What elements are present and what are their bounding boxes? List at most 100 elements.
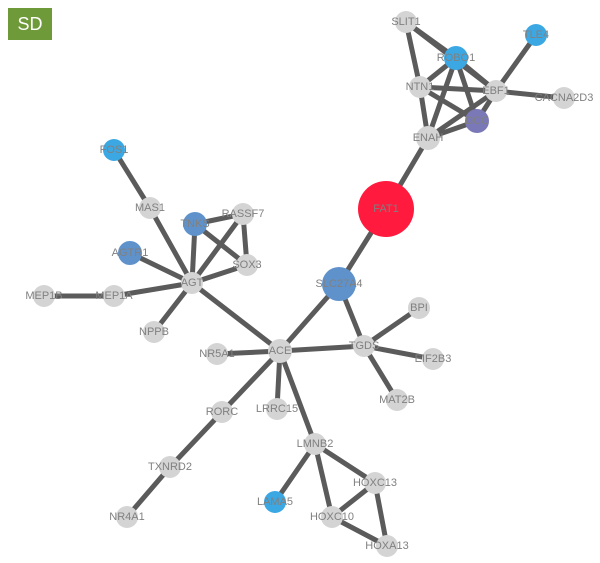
- node-circle[interactable]: [264, 491, 286, 513]
- edge-rassf7-agt: [189, 211, 246, 286]
- node-eif2b3[interactable]: EIF2B3: [415, 348, 452, 370]
- node-lama5[interactable]: LAMA5: [257, 491, 293, 513]
- node-circle[interactable]: [408, 297, 430, 319]
- node-bpi[interactable]: BPI: [408, 297, 430, 319]
- node-circle[interactable]: [422, 348, 444, 370]
- node-tgds[interactable]: TGDS: [349, 335, 380, 357]
- node-cacna2d3[interactable]: CACNA2D3: [535, 87, 594, 109]
- node-circle[interactable]: [321, 506, 343, 528]
- node-hoxc13[interactable]: HOXC13: [353, 472, 397, 494]
- node-circle[interactable]: [485, 80, 507, 102]
- node-mas1[interactable]: MAS1: [135, 197, 165, 219]
- node-circle[interactable]: [33, 285, 55, 307]
- node-hoxc10[interactable]: HOXC10: [310, 506, 354, 528]
- edge-ace-lmnb2: [277, 348, 318, 447]
- node-rorc[interactable]: RORC: [206, 401, 238, 423]
- node-label: RORC: [206, 406, 238, 418]
- node-hoxa13[interactable]: HOXA13: [365, 535, 409, 557]
- node-lrrc15[interactable]: LRRC15: [256, 398, 298, 420]
- edge-tgds-bpi: [361, 305, 422, 349]
- node-agt[interactable]: AGT: [181, 272, 204, 294]
- node-circle[interactable]: [103, 139, 125, 161]
- node-circle[interactable]: [116, 506, 138, 528]
- node-ebf1[interactable]: EBF1: [482, 80, 510, 102]
- node-circle[interactable]: [465, 109, 489, 133]
- node-sox3[interactable]: SOX3: [232, 254, 262, 276]
- node-circle[interactable]: [268, 339, 292, 363]
- node-label: SOX3: [232, 259, 261, 271]
- node-nr4a1[interactable]: NR4A1: [109, 506, 145, 528]
- node-ace[interactable]: ACE: [268, 339, 292, 363]
- node-label: AGT: [181, 277, 204, 289]
- edge-fos1-mas1: [111, 147, 153, 211]
- node-circle[interactable]: [236, 254, 258, 276]
- node-circle[interactable]: [409, 76, 431, 98]
- node-label: TGDS: [349, 340, 380, 352]
- edge-lmnb2-lama5: [272, 441, 318, 505]
- node-circle[interactable]: [395, 11, 417, 33]
- node-slc27a4[interactable]: SLC27A4: [315, 267, 363, 301]
- node-txnrd2[interactable]: TXNRD2: [148, 456, 192, 478]
- node-circle[interactable]: [322, 267, 356, 301]
- node-circle[interactable]: [181, 272, 203, 294]
- node-circle[interactable]: [118, 241, 142, 265]
- node-label: LMNB2: [297, 438, 334, 450]
- node-enah[interactable]: ENAH: [413, 126, 444, 150]
- node-circle[interactable]: [103, 285, 125, 307]
- edge-layer: [41, 19, 567, 549]
- edge-ebf1-enah: [425, 88, 499, 141]
- node-label: FOS1: [100, 144, 129, 156]
- node-tle4[interactable]: TLE4: [523, 24, 549, 46]
- node-circle[interactable]: [376, 535, 398, 557]
- node-fat1[interactable]: FAT1: [358, 181, 414, 237]
- node-nppb[interactable]: NPPB: [139, 321, 169, 343]
- node-tnks[interactable]: TNKS: [180, 212, 210, 236]
- node-circle[interactable]: [386, 389, 408, 411]
- node-circle[interactable]: [159, 456, 181, 478]
- edge-ace-tgds: [277, 343, 367, 354]
- node-label: ACE: [269, 345, 292, 357]
- node-label: EBF1: [482, 85, 510, 97]
- node-label: NTN1: [406, 81, 435, 93]
- node-circle[interactable]: [353, 335, 375, 357]
- node-circle[interactable]: [206, 343, 228, 365]
- node-label: HOXC13: [353, 477, 397, 489]
- node-circle[interactable]: [358, 181, 414, 237]
- node-label: LRRC15: [256, 403, 298, 415]
- node-label: MAS1: [135, 202, 165, 214]
- edge-agt-ace: [189, 280, 283, 354]
- node-dcc[interactable]: DCC: [465, 109, 489, 133]
- node-label: NR5A1: [199, 348, 234, 360]
- node-fos1[interactable]: FOS1: [100, 139, 129, 161]
- node-circle[interactable]: [444, 46, 468, 70]
- node-circle[interactable]: [143, 321, 165, 343]
- node-label: CACNA2D3: [535, 92, 594, 104]
- node-circle[interactable]: [266, 398, 288, 420]
- node-circle[interactable]: [183, 212, 207, 236]
- node-circle[interactable]: [364, 472, 386, 494]
- node-label: MEP1A: [95, 290, 133, 302]
- node-circle[interactable]: [139, 197, 161, 219]
- node-agtr1[interactable]: AGTR1: [112, 241, 149, 265]
- node-label: NPPB: [139, 326, 169, 338]
- node-circle[interactable]: [304, 433, 326, 455]
- node-circle[interactable]: [553, 87, 575, 109]
- node-circle[interactable]: [232, 203, 254, 225]
- node-mep1a[interactable]: MEP1A: [95, 285, 133, 307]
- node-circle[interactable]: [416, 126, 440, 150]
- edge-ace-rorc: [219, 348, 283, 415]
- node-circle[interactable]: [525, 24, 547, 46]
- node-label: BPI: [410, 302, 428, 314]
- node-nr5a1[interactable]: NR5A1: [199, 343, 235, 365]
- node-robo1[interactable]: ROBO1: [437, 46, 476, 70]
- node-lmnb2[interactable]: LMNB2: [297, 433, 334, 455]
- edge-ebf1-cacna2d3: [493, 88, 567, 101]
- node-circle[interactable]: [211, 401, 233, 423]
- node-label: FAT1: [373, 203, 398, 215]
- node-mat2b[interactable]: MAT2B: [379, 389, 415, 411]
- node-rassf7[interactable]: RASSF7: [222, 203, 265, 225]
- node-mep1b[interactable]: MEP1B: [25, 285, 63, 307]
- node-ntn1[interactable]: NTN1: [406, 76, 435, 98]
- node-slit1[interactable]: SLIT1: [391, 11, 421, 33]
